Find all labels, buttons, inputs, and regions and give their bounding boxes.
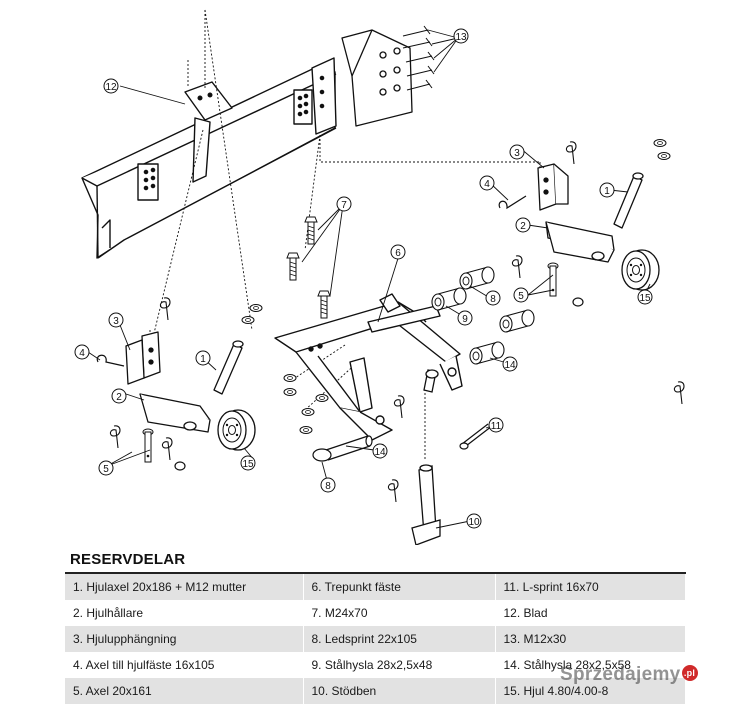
callout-10: 10 [468,517,480,528]
callout-5: 5 [103,464,109,475]
callout-13: 13 [455,32,467,43]
part-entry: 9. Stålhysla 28x2,5x48 [303,652,496,678]
part-entry: 10. Stödben [303,678,496,704]
part-entry: 15. Hjul 4.80/4.00-8 [495,678,686,704]
callout-4: 4 [79,348,85,359]
callout-2: 2 [520,221,526,232]
part-entry: 3. Hjulupphängning [65,626,304,652]
part-entry: 12. Blad [495,600,686,626]
callout-3: 3 [113,316,119,327]
callout-8: 8 [490,294,496,305]
callout-9: 9 [462,314,468,325]
callout-8: 8 [325,481,331,492]
callout-1: 1 [604,186,610,197]
parts-list-title: RESERVDELAR [70,551,186,568]
callout-15: 15 [242,459,254,470]
callout-14: 14 [504,360,516,371]
part-entry: 1. Hjulaxel 20x186 + M12 mutter [65,573,304,600]
support-leg [411,369,441,545]
callout-14: 14 [374,447,386,458]
three-point-hitch-frame [274,293,463,441]
callout-5: 5 [518,291,524,302]
callout-1: 1 [200,354,206,365]
left-wheel-assembly [125,331,244,433]
callout-3: 3 [514,148,520,159]
part-entry: 7. M24x70 [303,600,496,626]
part-entry: 8. Ledsprint 22x105 [303,626,496,652]
blade-part [81,57,337,259]
callout-4: 4 [484,179,490,190]
callout-2: 2 [116,392,122,403]
part-entry: 4. Axel till hjulfäste 16x105 [65,652,304,678]
part-entry: 6. Trepunkt fäste [303,573,496,600]
part-entry: 14. Stålhysla 28x2,5x58 [495,652,686,678]
part-entry: 11. L-sprint 16x70 [495,573,686,600]
bolt-plate-detail [341,25,435,127]
right-wheel-assembly [537,163,644,263]
callout-12: 12 [105,82,117,93]
watermark-logo: Sprzedajemy.pl [560,664,698,686]
l-pin [459,423,493,450]
part-entry: 2. Hjulhållare [65,600,304,626]
exploded-parts-diagram: 12 13 7 6 3 4 1 2 5 8 9 14 15 3 4 1 2 5 … [74,9,685,545]
callout-11: 11 [491,421,502,432]
part-entry: 13. M12x30 [495,626,686,652]
callout-labels: 12 13 7 6 3 4 1 2 5 8 9 14 15 3 4 1 2 5 … [74,28,653,529]
part-entry: 5. Axel 20x161 [65,678,304,704]
callout-15: 15 [639,293,651,304]
callout-6: 6 [395,248,401,259]
callout-7: 7 [341,200,347,211]
